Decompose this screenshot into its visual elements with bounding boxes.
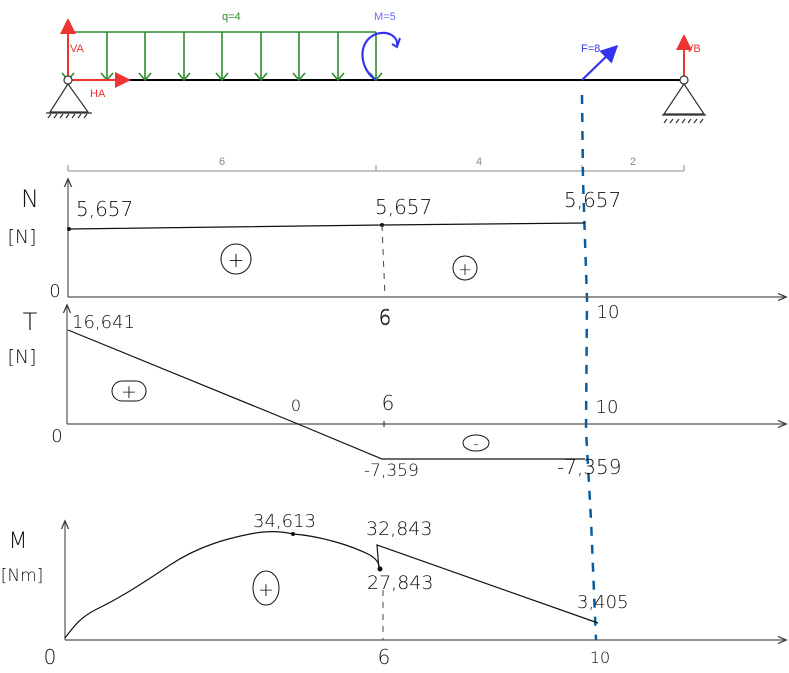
normal-force-unit: [N] [7, 226, 36, 248]
bending-moment-symbol: M [9, 529, 28, 554]
reaction-ha-label: HA [90, 88, 106, 100]
dimension-label-2: 4 [476, 156, 482, 168]
shear-tick-10: 10 [596, 397, 619, 418]
moment-origin-label: 0 [44, 645, 57, 669]
sign-negative-shear: - [473, 434, 479, 453]
sign-positive-2: + [458, 260, 472, 280]
force-arrow-icon [581, 44, 619, 81]
shear-force-diagram: + - [67, 306, 785, 460]
normal-force-diagram: + + [67, 180, 785, 297]
dimension-line [67, 165, 685, 172]
sign-positive-1: + [228, 248, 245, 272]
bending-moment-diagram: + [65, 522, 785, 640]
normal-tick-6: 6 [379, 305, 392, 329]
dimension-label-1: 6 [219, 156, 225, 168]
moment-load-label: M=5 [374, 11, 396, 23]
shear-force-unit: [N] [7, 346, 36, 368]
distributed-load-icon [61, 31, 383, 82]
load-arrows [61, 32, 383, 82]
normal-value-start: 5,657 [76, 197, 133, 221]
moment-tick-6: 6 [378, 645, 391, 669]
shear-value-neg-end: -7,359 [557, 455, 621, 479]
sign-positive-shear: + [121, 381, 137, 403]
sign-positive-moment: + [258, 579, 274, 601]
pin-support-a-icon [46, 75, 92, 119]
moment-end-value: 3,405 [577, 592, 629, 613]
moment-icon [361, 31, 401, 81]
bending-moment-unit: [Nm] [1, 566, 44, 586]
normal-value-end: 5,657 [564, 188, 621, 212]
moment-max-value: 34,613 [253, 511, 316, 532]
normal-origin-label: 0 [49, 281, 60, 302]
normal-force-symbol: N [21, 185, 39, 213]
reaction-vb-label: VB [686, 43, 701, 55]
normal-value-mid: 5,657 [375, 195, 432, 219]
moment-jump-top-value: 32,843 [366, 518, 432, 540]
shear-zero-label: 0 [291, 396, 301, 415]
shear-force-symbol: T [23, 308, 38, 336]
distributed-load-label: q=4 [222, 11, 241, 23]
pin-support-b-icon [662, 75, 706, 124]
moment-tick-10: 10 [590, 648, 610, 667]
dimension-label-3: 2 [630, 156, 636, 168]
moment-jump-bottom-value: 27,843 [367, 572, 433, 594]
shear-value-start: 16,641 [72, 312, 135, 333]
shear-tick-6: 6 [382, 391, 395, 415]
force-load-label: F=8 [581, 43, 600, 55]
shear-origin-label: 0 [51, 426, 62, 447]
section-line-at-force [580, 94, 598, 641]
shear-tick-6-upper: 6 [379, 306, 392, 330]
shear-value-neg-mid: -7,359 [364, 461, 419, 481]
normal-tick-10: 10 [597, 302, 620, 323]
reaction-va-label: VA [70, 43, 85, 55]
